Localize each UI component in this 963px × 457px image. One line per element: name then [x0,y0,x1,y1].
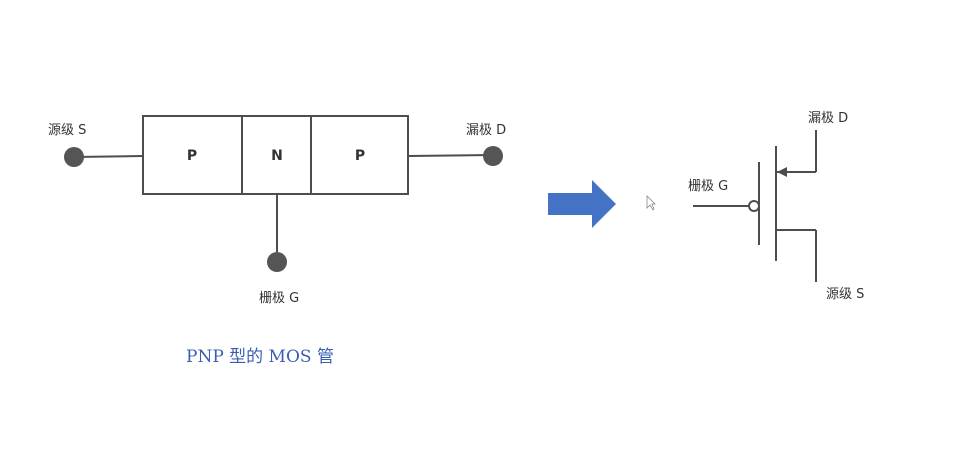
source-label: 源级 S [48,123,86,138]
source-terminal-dot [64,147,84,167]
symbol-gate-bubble [748,200,760,212]
drain-lead [407,154,494,157]
pnp-structure: 源级 S P N P 漏极 D 栅极 G [48,115,506,306]
pmos-symbol: 栅极 G 漏极 D 源级 S [688,110,864,302]
source-lead [73,155,144,158]
symbol-drain-arrowhead [777,167,787,177]
diagram-caption: PNP 型的 MOS 管 [186,347,334,367]
p-region-right-label: P [355,148,365,164]
symbol-gate-label: 栅极 G [688,179,728,194]
n-region-label: N [271,148,283,164]
drain-label: 漏极 D [466,122,506,138]
p-region-left-label: P [187,148,197,164]
mouse-pointer-icon [646,195,656,211]
right-arrow-icon [548,180,616,228]
symbol-drain-label: 漏极 D [808,110,848,126]
gate-terminal-dot [267,252,287,272]
gate-label: 栅极 G [259,291,299,306]
symbol-source-label: 源级 S [826,287,864,302]
drain-terminal-dot [483,146,503,166]
